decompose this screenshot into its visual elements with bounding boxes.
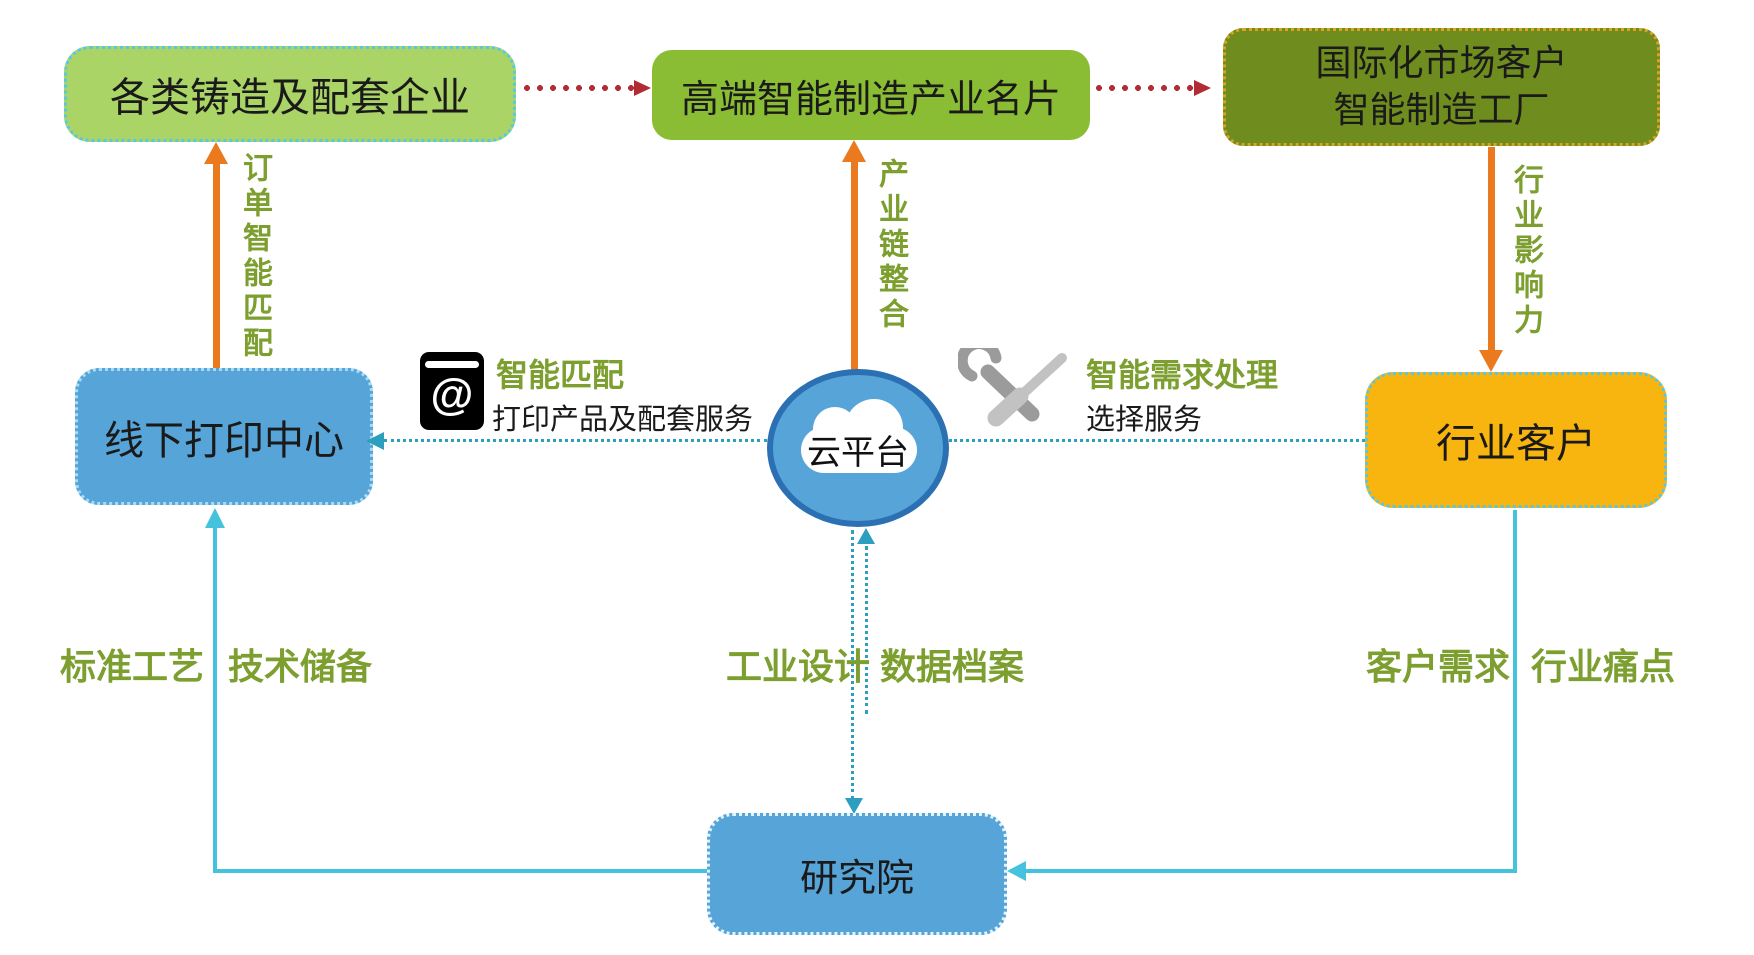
connector-industry-to-institute-vertical xyxy=(1513,510,1517,873)
arrow-cloud-to-card-line xyxy=(851,162,858,370)
arrowhead-up-print-center xyxy=(205,508,225,528)
annotation-smart-match-desc: 打印产品及配套服务 xyxy=(492,404,754,436)
label-industry-influence: 行业影响力 xyxy=(1509,164,1542,339)
arrowhead-left-print-center xyxy=(366,432,384,450)
connector-industry-to-cloud-dotted xyxy=(949,439,1365,442)
cloud-platform-label: 云平台 xyxy=(807,434,909,472)
connector-institute-to-cloud-dotted xyxy=(865,546,868,714)
at-email-icon-glyph: @ xyxy=(430,370,474,419)
annotation-smart-demand-title: 智能需求处理 xyxy=(1086,357,1279,393)
connector-industry-to-institute-horizontal xyxy=(1026,869,1517,873)
connector-card-to-international-dotted xyxy=(1096,85,1194,91)
label-industry-pain-point: 行业痛点 xyxy=(1531,646,1676,687)
node-industry-customer: 行业客户 xyxy=(1365,372,1667,508)
label-data-archive: 数据档案 xyxy=(880,646,1025,687)
node-institute: 研究院 xyxy=(707,813,1007,935)
arrowhead-right-international xyxy=(1194,80,1211,96)
label-industry-chain-integration: 产业链整合 xyxy=(874,158,907,333)
connector-cloud-to-institute-dotted xyxy=(851,530,854,800)
label-order-smart-match: 订单智能匹配 xyxy=(238,152,271,362)
cloud-icon xyxy=(801,399,917,473)
label-standard-craft: 标准工艺 xyxy=(60,646,205,687)
node-print-center: 线下打印中心 xyxy=(75,368,373,505)
arrowhead-down-industry-customer xyxy=(1479,350,1503,372)
arrow-print-to-casting-line xyxy=(213,164,220,368)
arrowhead-up-cloud xyxy=(857,528,875,544)
arrowhead-right-card xyxy=(634,80,651,96)
node-industry-card: 高端智能制造产业名片 xyxy=(652,50,1090,140)
arrowhead-up-card xyxy=(842,140,866,162)
arrowhead-left-institute xyxy=(1007,861,1026,881)
label-tech-reserve: 技术储备 xyxy=(228,646,373,687)
node-cloud-platform: 云平台 xyxy=(767,369,949,527)
at-email-icon-bar xyxy=(425,361,479,368)
node-international-line1: 国际化市场客户 xyxy=(1315,42,1568,84)
label-industrial-design: 工业设计 xyxy=(726,646,871,687)
annotation-smart-demand-desc: 选择服务 xyxy=(1086,404,1203,436)
node-international-factory: 国际化市场客户 智能制造工厂 xyxy=(1223,28,1660,146)
connector-institute-to-print-vertical xyxy=(213,528,217,873)
label-customer-demand: 客户需求 xyxy=(1366,646,1511,687)
node-international-line2: 智能制造工厂 xyxy=(1333,89,1550,130)
connector-casting-to-card-dotted xyxy=(524,85,634,91)
connector-institute-to-print-horizontal xyxy=(213,869,707,873)
connector-cloud-to-print-dotted xyxy=(384,439,767,442)
tools-icon xyxy=(958,348,1067,427)
arrowhead-down-institute xyxy=(845,798,863,814)
arrow-international-to-industry-line xyxy=(1488,147,1495,350)
node-casting-enterprises: 各类铸造及配套企业 xyxy=(64,46,516,142)
arrowhead-up-casting xyxy=(204,142,228,164)
at-email-icon: @ xyxy=(420,352,484,430)
annotation-smart-match-title: 智能匹配 xyxy=(496,357,625,393)
